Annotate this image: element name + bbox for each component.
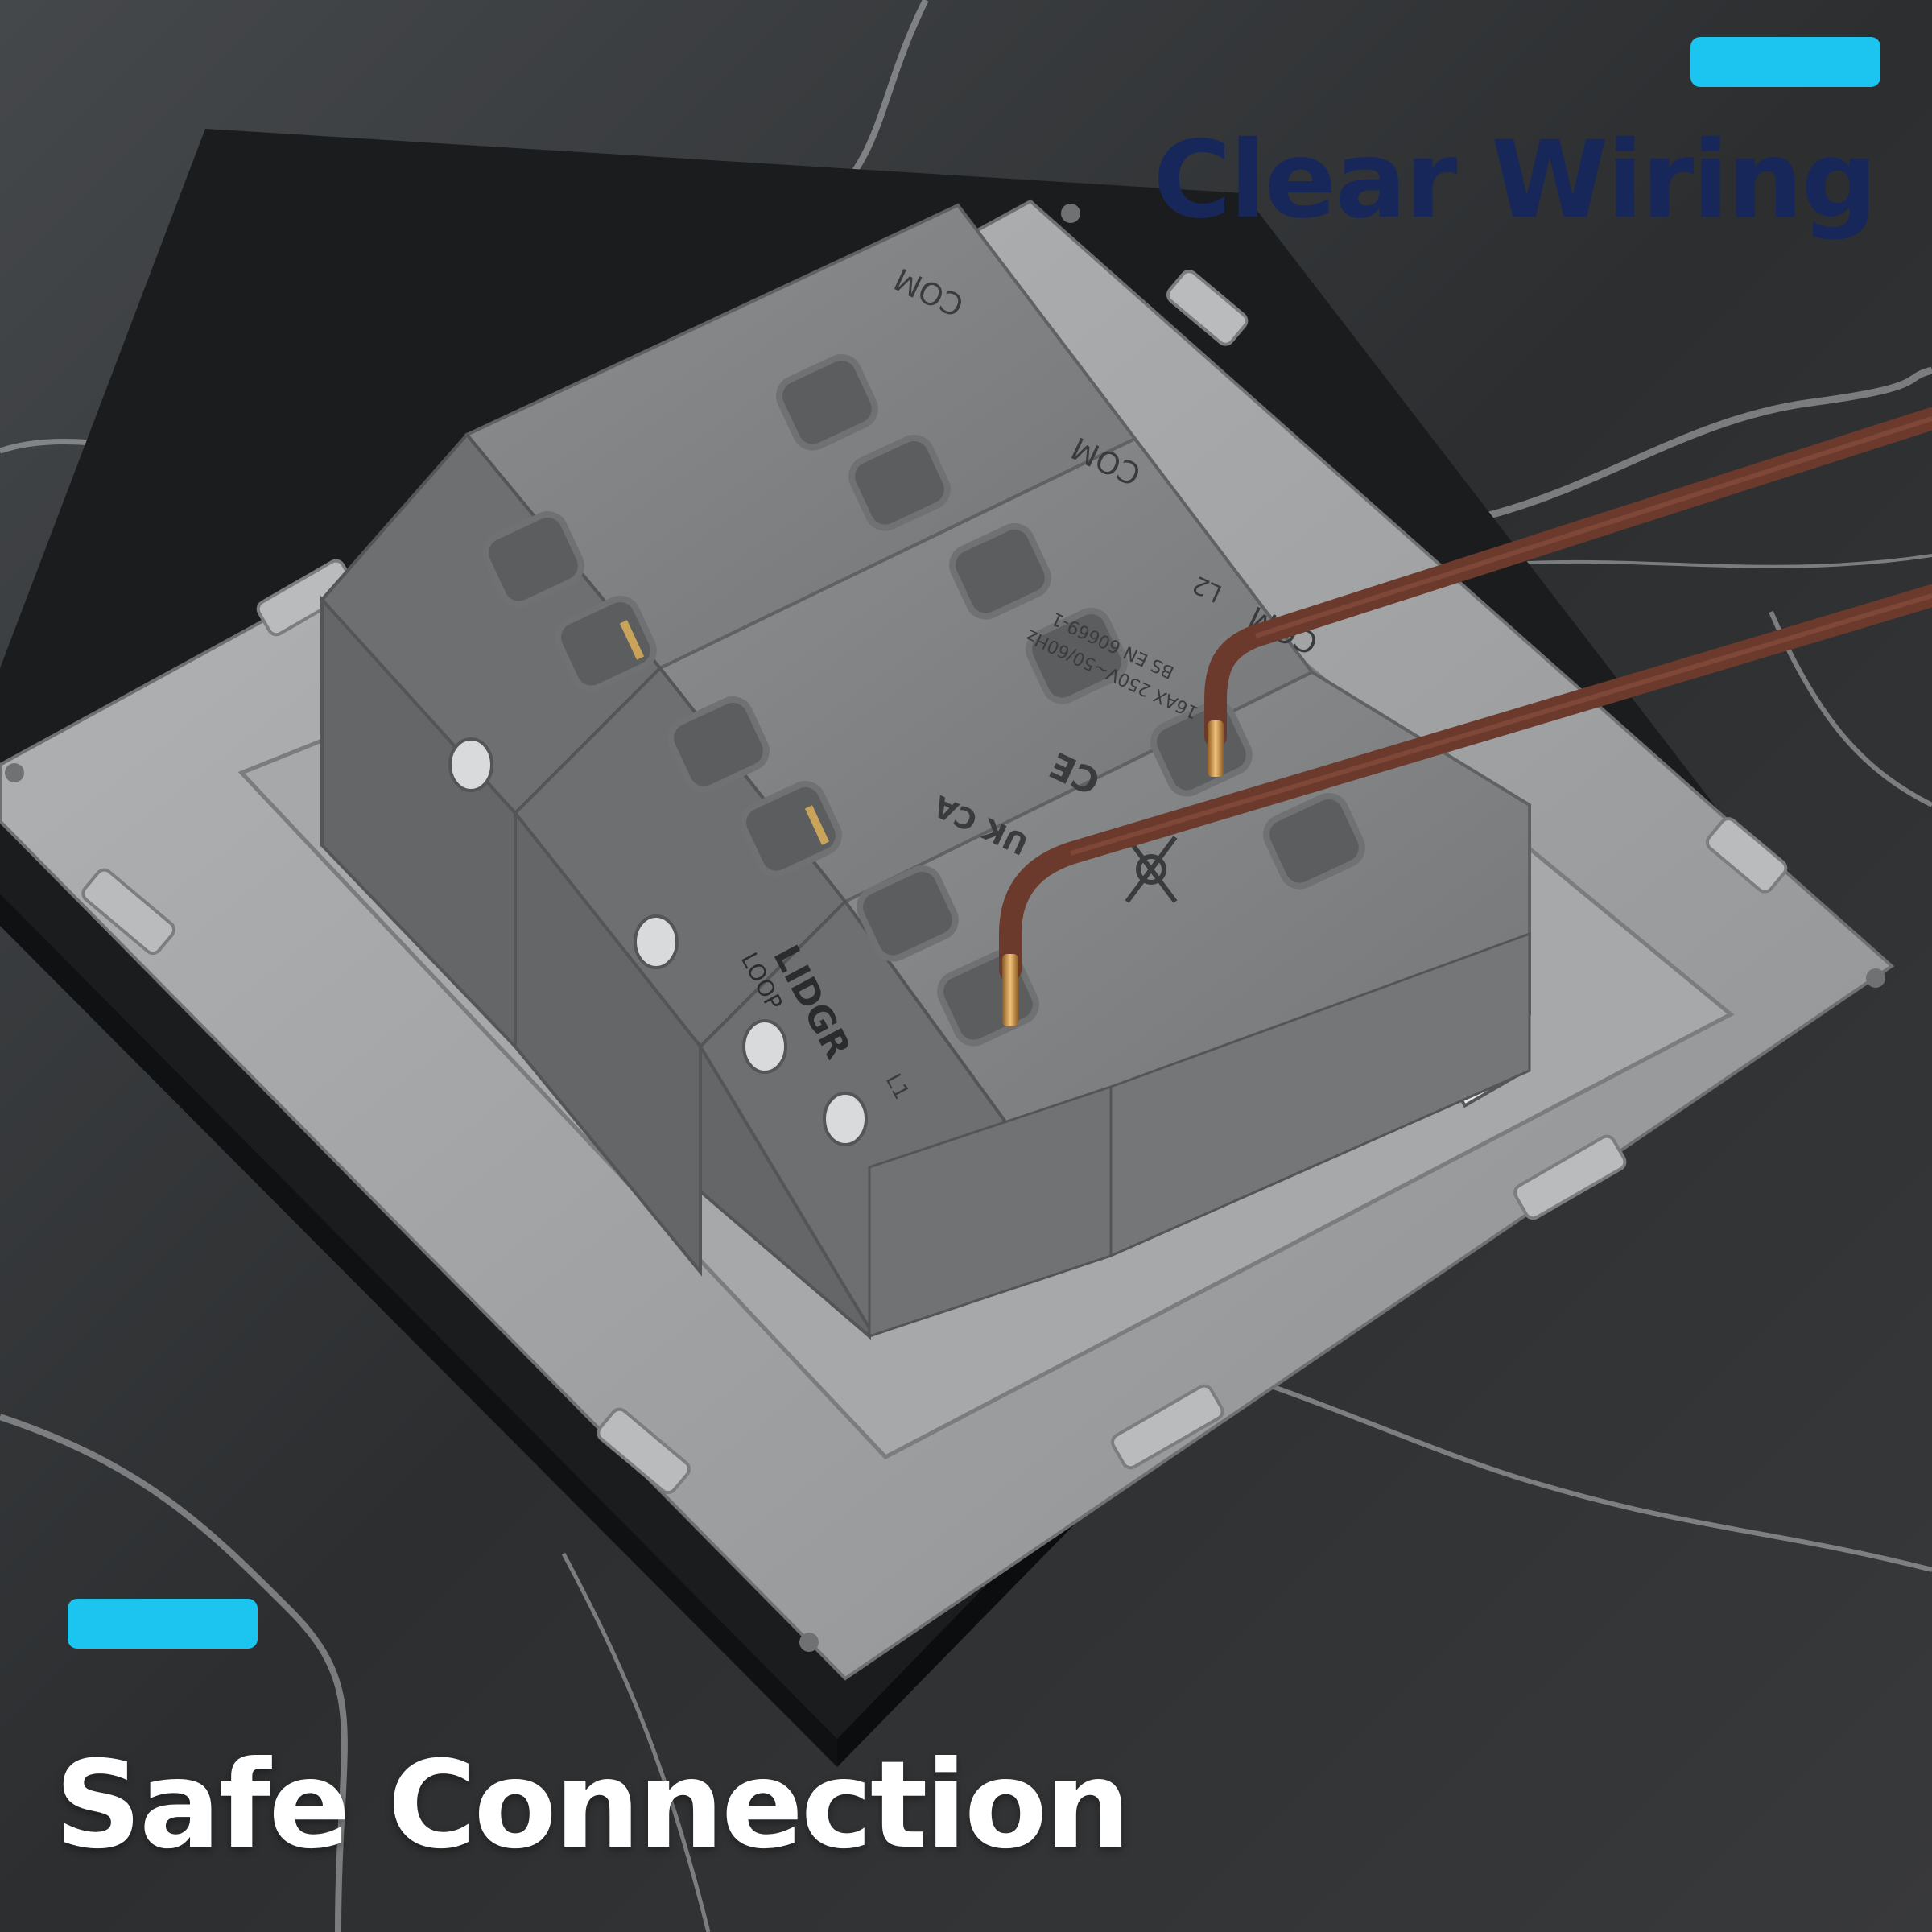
- terminal-hole: [857, 865, 959, 962]
- terminal-hole: [776, 354, 878, 451]
- terminal-module-1: [320, 203, 1138, 1051]
- terminal-hole: [667, 696, 770, 793]
- headline-top: Clear Wiring: [1153, 118, 1877, 242]
- frame-edge: [0, 894, 837, 1767]
- copper-conductor: [1002, 954, 1018, 1026]
- terminal-hole: [848, 435, 951, 531]
- accent-bar-bottom: [68, 1599, 258, 1649]
- terminal-module-2: [513, 436, 1315, 1277]
- terminal-hole: [555, 596, 657, 692]
- x-certification-mark-icon: [1125, 836, 1178, 903]
- wire-rear: [1204, 407, 1932, 777]
- headline-bottom: Safe Connection: [55, 1736, 1131, 1876]
- terminal-hole: [1026, 608, 1128, 704]
- terminal-hole: [1263, 793, 1365, 890]
- terminal-hole: [482, 511, 584, 608]
- copper-conductor: [1208, 720, 1224, 777]
- terminal-hole: [740, 781, 842, 877]
- wire-front: [999, 584, 1932, 1026]
- accent-bar-top: [1690, 37, 1880, 87]
- terminal-hole: [949, 523, 1051, 620]
